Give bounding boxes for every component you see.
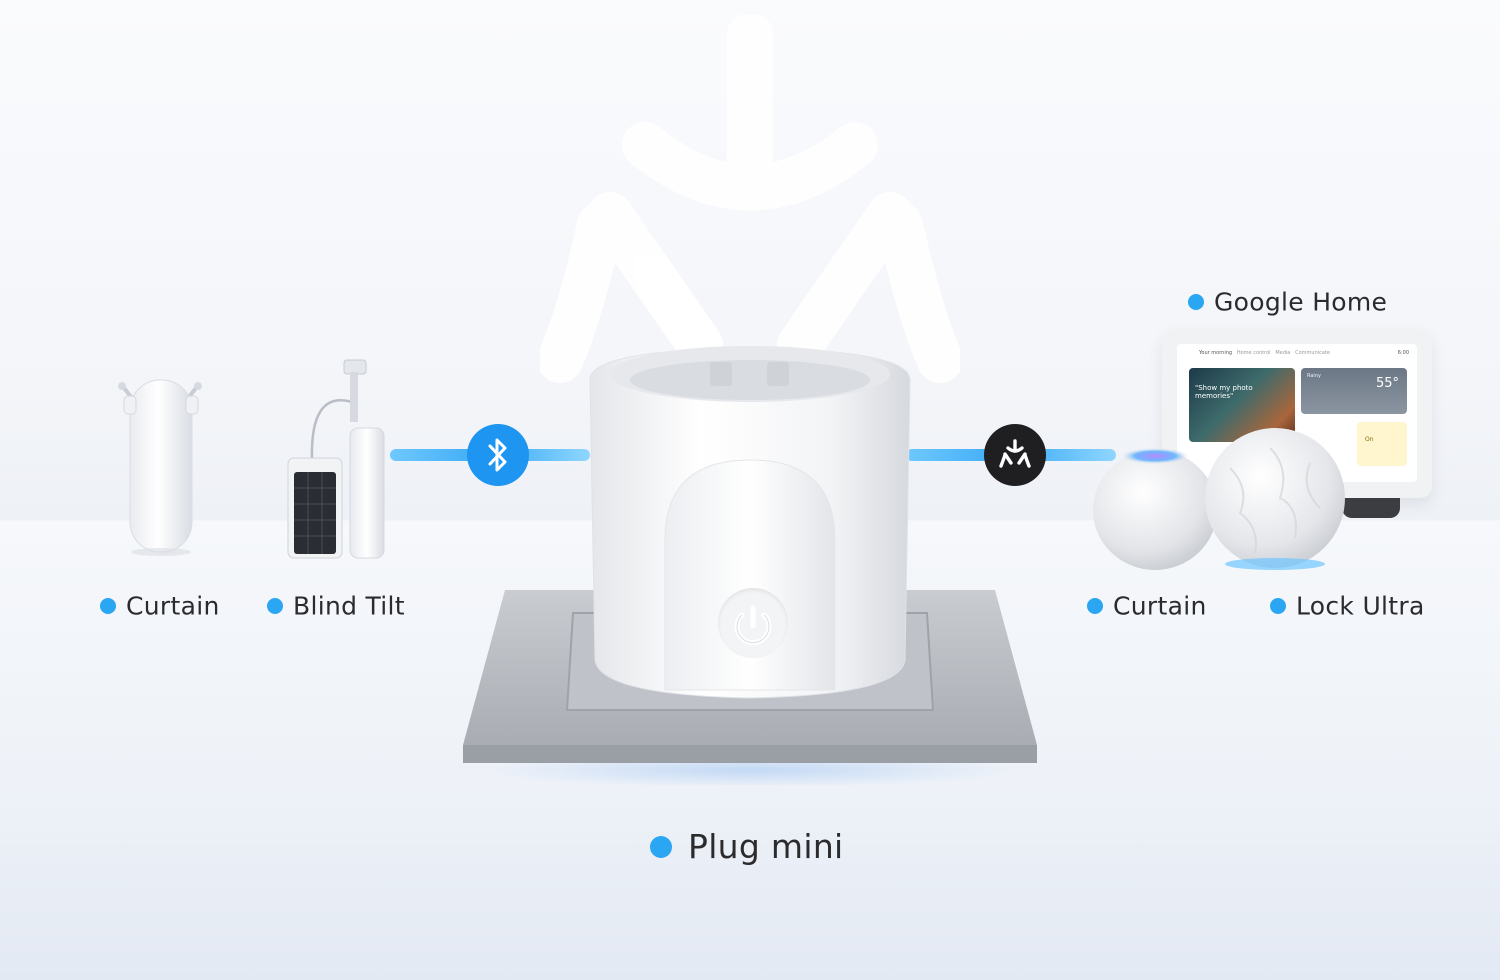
blind-tilt-solar-icon (287, 359, 385, 559)
label-plug-mini: Plug mini (650, 825, 844, 866)
label-dot (650, 835, 672, 858)
hub-status-on: On (1365, 436, 1374, 443)
bluetooth-icon (488, 438, 507, 472)
hub-weather-card: Rainy 55° (1301, 368, 1407, 414)
hub-tabs: Your morning Home control Media Communic… (1199, 350, 1330, 356)
hub-time: 6:00 (1397, 350, 1409, 356)
hub-stand (1342, 498, 1400, 518)
bluetooth-badge (467, 424, 529, 486)
echo-dot-speaker (1205, 428, 1345, 570)
label-curtain-left: Curtain (100, 590, 220, 621)
label-blind-tilt: Blind Tilt (267, 590, 405, 621)
power-button[interactable] (718, 588, 788, 658)
hub-weather-label: Rainy (1307, 373, 1321, 379)
homepod-mini-speaker (1093, 448, 1217, 570)
matter-icon (999, 439, 1031, 468)
label-lock-ultra: Lock Ultra (1270, 590, 1425, 621)
hub-status-card: On (1357, 422, 1407, 466)
power-icon (734, 605, 772, 646)
label-dot (1087, 598, 1103, 614)
matter-badge (984, 424, 1046, 486)
matter-logo-watermark-icon (540, 15, 960, 383)
label-dot (267, 598, 283, 614)
hub-photo-caption: "Show my photo memories" (1195, 384, 1253, 400)
hub-weather-temp: 55° (1375, 376, 1399, 391)
label-dot (1188, 294, 1204, 310)
plug-mini-device (589, 346, 911, 699)
label-dot (100, 598, 116, 614)
label-curtain-right: Curtain (1087, 590, 1207, 621)
label-google-home: Google Home (1188, 286, 1387, 317)
label-dot (1270, 598, 1286, 614)
curtain-motor-icon (118, 379, 202, 556)
